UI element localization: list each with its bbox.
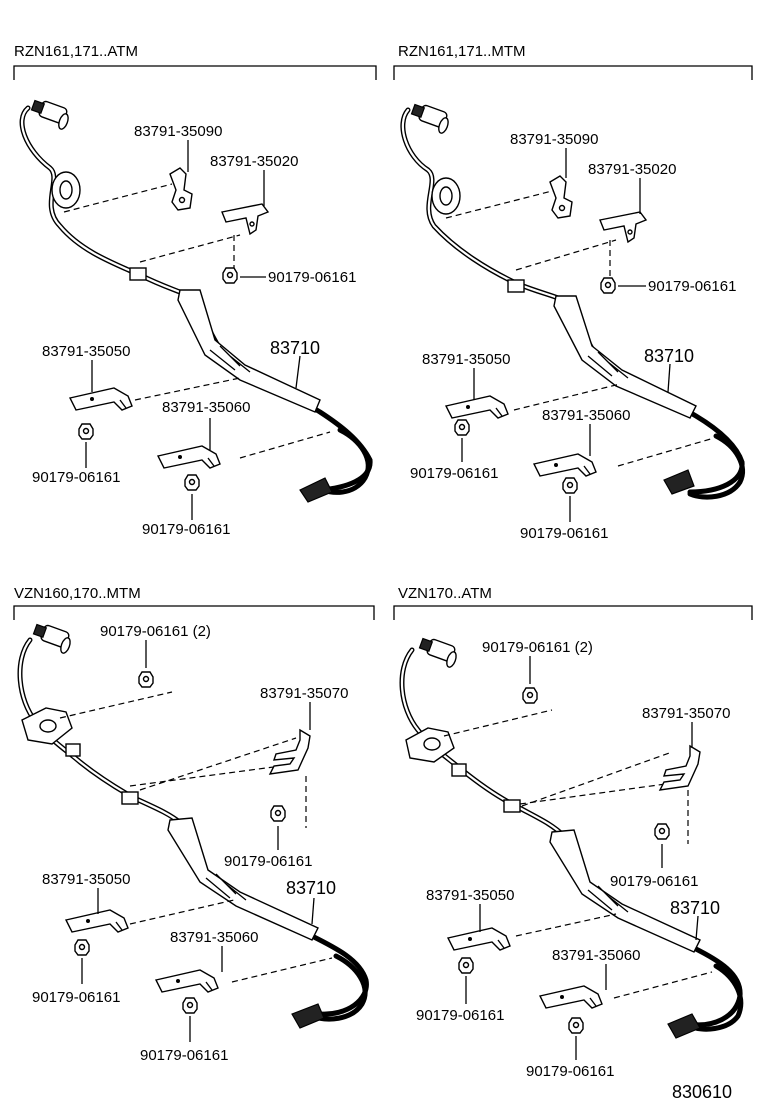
- label-nut-upper: 90179-06161: [224, 853, 312, 870]
- sensor-connector: [32, 623, 73, 656]
- clip-sleeve: [507, 279, 525, 293]
- nut-bottom-part: [184, 474, 200, 491]
- label-bracket-low: 83791-35060: [552, 947, 640, 964]
- clip-sleeve: [129, 267, 147, 281]
- bracket-clip-part: [221, 203, 269, 235]
- nut-upper-part: [270, 805, 286, 822]
- nut-left-part: [78, 423, 94, 440]
- label-nut-upper: 90179-06161: [610, 873, 698, 890]
- bracket-upper-part: [169, 167, 193, 211]
- cable-protector: [177, 289, 321, 413]
- nut-upper-part: [222, 267, 238, 284]
- label-sensor: 83710: [644, 346, 694, 366]
- nut-upper-part: [654, 823, 670, 840]
- label-bracket-low: 83791-35060: [170, 929, 258, 946]
- label-bracket-upper: 83791-35090: [510, 131, 598, 148]
- label-bracket-mid: 83791-35050: [42, 343, 130, 360]
- label-bracket-mid: 83791-35050: [422, 351, 510, 368]
- nut-upper-part: [600, 277, 616, 294]
- bracket-low-part: [539, 985, 603, 1009]
- nut-left-part: [74, 939, 90, 956]
- label-nut-left: 90179-06161: [416, 1007, 504, 1024]
- clip-sleeve: [65, 743, 81, 757]
- panel-bracket-line: [13, 605, 375, 620]
- sensor-connector: [418, 637, 459, 670]
- bracket-upper-part: [659, 745, 701, 791]
- nut-bottom-part: [568, 1017, 584, 1034]
- bracket-upper-part: [269, 729, 311, 775]
- label-bracket-mid: 83791-35050: [42, 871, 130, 888]
- label-bracket-upper: 83791-35090: [134, 123, 222, 140]
- label-bracket-mid: 83791-35050: [426, 887, 514, 904]
- label-sensor: 83710: [670, 898, 720, 918]
- label-nut-left: 90179-06161: [32, 469, 120, 486]
- nut-top-part: [138, 671, 154, 688]
- clip-sleeve: [451, 763, 467, 777]
- bracket-low-part: [157, 445, 221, 469]
- sensor-tip: [663, 469, 695, 495]
- panel-bracket-line: [393, 605, 753, 620]
- label-bracket-upper2: 83791-35020: [210, 153, 298, 170]
- sensor-connector: [30, 99, 71, 132]
- label-nut-upper: 90179-06161: [648, 278, 736, 295]
- label-sensor: 83710: [270, 338, 320, 358]
- sensor-tip: [299, 477, 333, 503]
- bracket-low-part: [155, 969, 219, 993]
- panel-bracket-line: [393, 65, 753, 80]
- bracket-mid-part: [445, 395, 509, 419]
- label-bracket-upper: 83791-35070: [260, 685, 348, 702]
- sensor-connector: [410, 103, 451, 136]
- sensor-tip: [291, 1003, 325, 1029]
- label-bracket-upper: 83791-35070: [642, 705, 730, 722]
- panel-title: RZN161,171..ATM: [14, 43, 138, 60]
- label-nut-bottom: 90179-06161: [142, 521, 230, 538]
- cable-protector: [167, 817, 319, 941]
- label-nut-upper: 90179-06161: [268, 269, 356, 286]
- panel-rzn-atm: RZN161,171..ATM: [13, 43, 377, 538]
- cable-protector: [549, 829, 701, 953]
- label-bracket-low: 83791-35060: [162, 399, 250, 416]
- label-nut-left: 90179-06161: [32, 989, 120, 1006]
- label-nut-bottom: 90179-06161: [520, 525, 608, 542]
- bracket-upper-part: [549, 175, 573, 219]
- panel-vzn-mtm: VZN160,170..MTM 90179-0616: [13, 585, 375, 1064]
- bracket-low-part: [533, 453, 597, 477]
- bracket-mid-part: [65, 909, 129, 933]
- panel-title: VZN170..ATM: [398, 585, 492, 602]
- label-sensor: 83710: [286, 878, 336, 898]
- label-bracket-low: 83791-35060: [542, 407, 630, 424]
- label-nut-bottom: 90179-06161: [140, 1047, 228, 1064]
- bracket-clip-part: [599, 211, 647, 243]
- panel-bracket-line: [13, 65, 377, 80]
- nut-bottom-part: [182, 997, 198, 1014]
- label-nut-left: 90179-06161: [410, 465, 498, 482]
- bracket-mid-part: [447, 927, 511, 951]
- panel-title: RZN161,171..MTM: [398, 43, 526, 60]
- panel-rzn-mtm: RZN161,171..MTM 83791-35090 8379: [393, 43, 753, 542]
- cable-protector: [553, 295, 697, 419]
- nut-left-part: [458, 957, 474, 974]
- bracket-mid-part: [69, 387, 133, 411]
- panel-title: VZN160,170..MTM: [14, 585, 141, 602]
- nut-top-part: [522, 687, 538, 704]
- label-nut-top: 90179-06161 (2): [482, 639, 593, 656]
- figure-number: 830610: [672, 1082, 732, 1102]
- panel-vzn-atm: VZN170..ATM 90179-06161 (2: [393, 585, 753, 1080]
- label-nut-bottom: 90179-06161: [526, 1063, 614, 1080]
- label-bracket-upper2: 83791-35020: [588, 161, 676, 178]
- nut-bottom-part: [562, 477, 578, 494]
- sensor-tip: [667, 1013, 701, 1039]
- nut-left-part: [454, 419, 470, 436]
- label-nut-top: 90179-06161 (2): [100, 623, 211, 640]
